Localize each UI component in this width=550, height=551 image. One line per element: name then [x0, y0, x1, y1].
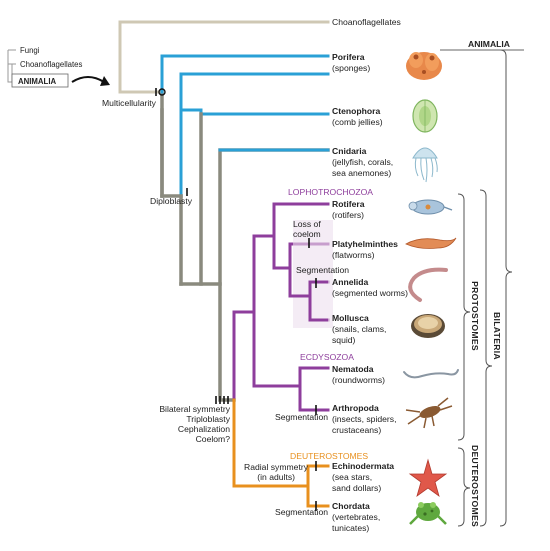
trait-radial-symmetry-adults: (in adults)	[257, 472, 295, 482]
taxon-nematoda-common: (roundworms)	[332, 375, 385, 385]
roundworm-icon	[403, 369, 459, 379]
comb-jelly-icon	[412, 99, 438, 133]
frog-icon	[409, 502, 447, 525]
trait-segmentation-chordate: Segmentation	[275, 507, 328, 517]
taxon-chordata: Chordata	[332, 501, 370, 511]
taxon-rotifera-common: (rotifers)	[332, 210, 364, 220]
taxon-platyhelminthes-common: (flatworms)	[332, 250, 375, 260]
clade-ecdysozoa: ECDYSOZOA	[300, 352, 354, 362]
sea-star-icon	[408, 458, 448, 498]
taxon-arthropoda: Arthropoda	[332, 403, 379, 413]
bracket-deuterostomes: DEUTEROSTOMES	[470, 445, 480, 527]
taxon-choanoflagellates: Choanoflagellates	[332, 17, 401, 27]
trait-ticks	[155, 88, 317, 511]
taxon-arthropoda-common-1: (insects, spiders,	[332, 414, 396, 424]
inset-choanoflagellates-label: Choanoflagellates	[20, 60, 83, 69]
taxon-nematoda: Nematoda	[332, 364, 374, 374]
lophotrochozoa-shade	[293, 220, 333, 328]
taxon-cnidaria-common-1: (jellyfish, corals,	[332, 157, 393, 167]
taxon-platyhelminthes: Platyhelminthes	[332, 239, 398, 249]
inset-animalia-label: ANIMALIA	[18, 77, 56, 86]
crayfish-icon	[405, 397, 453, 429]
sponge-icon	[406, 52, 442, 80]
bracket-animalia: ANIMALIA	[468, 39, 510, 49]
taxon-cnidaria-common-2: sea anemones)	[332, 168, 391, 178]
taxon-annelida-common: (segmented worms)	[332, 288, 408, 298]
trait-radial-symmetry: Radial symmetry	[244, 462, 309, 472]
inset-tree: Fungi Choanoflagellates ANIMALIA	[7, 46, 110, 88]
taxon-cnidaria: Cnidaria	[332, 146, 367, 156]
earthworm-icon	[408, 267, 448, 302]
arrow-head-icon	[100, 76, 110, 86]
taxon-chordata-common-1: (vertebrates,	[332, 512, 380, 522]
taxon-ctenophora: Ctenophora	[332, 106, 380, 116]
clade-deuterostomes: DEUTEROSTOMES	[290, 451, 368, 461]
trait-bilateral-symmetry: Bilateral symmetry	[159, 404, 230, 414]
taxon-mollusca-common-1: (snails, clams,	[332, 324, 386, 334]
trait-segmentation-annelid: Segmentation	[296, 265, 349, 275]
taxon-echinodermata-common-1: (sea stars,	[332, 472, 372, 482]
trait-multicellularity: Multicellularity	[102, 98, 157, 108]
tree-lines	[118, 20, 330, 508]
inset-fungi-label: Fungi	[20, 46, 40, 55]
taxon-annelida: Annelida	[332, 277, 369, 287]
rotifer-icon	[408, 199, 453, 215]
taxon-mollusca: Mollusca	[332, 313, 369, 323]
bracket-protostomes: PROTOSTOMES	[470, 281, 480, 351]
trait-segmentation-arthropod: Segmentation	[275, 412, 328, 422]
trait-diploblasty: Diploblasty	[150, 196, 193, 206]
clam-icon	[411, 314, 445, 338]
taxon-porifera: Porifera	[332, 52, 365, 62]
trait-coelom: Coelom?	[196, 434, 231, 444]
trait-loss-of-coelom-1: Loss of	[293, 219, 321, 229]
clade-lophotrochozoa: LOPHOTROCHOZOA	[288, 187, 373, 197]
taxon-rotifera: Rotifera	[332, 199, 365, 209]
taxon-chordata-common-2: tunicates)	[332, 523, 369, 533]
arrow-icon	[71, 76, 105, 83]
flatworm-icon	[405, 237, 457, 249]
taxon-porifera-common: (sponges)	[332, 63, 370, 73]
taxon-echinodermata-common-2: sand dollars)	[332, 483, 381, 493]
taxon-echinodermata: Echinodermata	[332, 461, 394, 471]
trait-cephalization: Cephalization	[178, 424, 230, 434]
brackets	[457, 49, 513, 527]
trait-loss-of-coelom-2: coelom	[293, 229, 321, 239]
trait-triploblasty: Triploblasty	[186, 414, 230, 424]
taxon-mollusca-common-2: squid)	[332, 335, 356, 345]
taxon-arthropoda-common-2: crustaceans)	[332, 425, 381, 435]
jellyfish-icon	[412, 147, 438, 183]
bracket-bilateria: BILATERIA	[492, 312, 502, 360]
taxon-ctenophora-common: (comb jellies)	[332, 117, 383, 127]
inset-animalia-box	[11, 73, 69, 88]
